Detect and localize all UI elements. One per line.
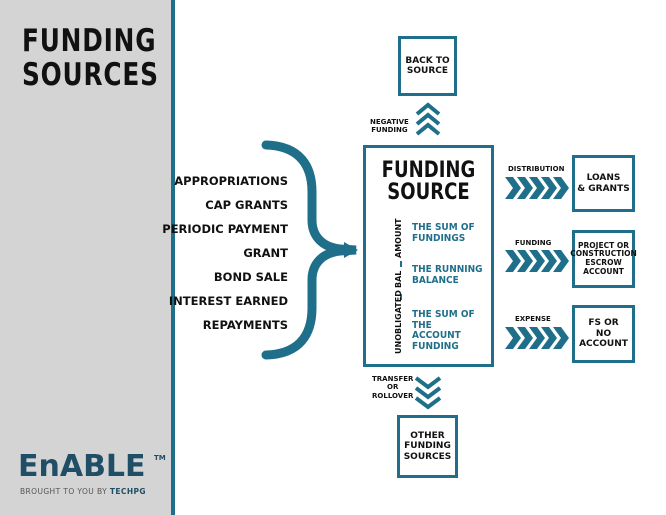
bal-text-line1: THE RUNNING [412, 264, 483, 275]
back-to-source-label: BACK TO SOURCE [405, 56, 449, 77]
source-item-grant: GRANT [243, 246, 288, 260]
row-label-bal: BAL [394, 270, 403, 288]
escrow-account-box: PROJECT OR CONSTRUCTION ESCROW ACCOUNT [570, 230, 637, 288]
loans-line: LOANS [586, 173, 621, 184]
row-label-amount: AMOUNT [394, 218, 403, 258]
or-line: OR [387, 383, 399, 392]
back-to-source-line2: SOURCE [406, 66, 449, 76]
no-account-line: NO ACCOUNT [579, 328, 628, 350]
distribution-label: DISTRIBUTION [508, 165, 565, 173]
row-label-unobligated: UNOBLIGATED [394, 290, 403, 354]
page-title-line2: SOURCES [22, 57, 159, 93]
brace-arrow-icon [344, 242, 358, 258]
funding-line: FUNDING [404, 441, 451, 452]
tagline-prefix: BROUGHT TO YOU BY [20, 487, 110, 496]
other-funding-sources-label: OTHER FUNDING SOURCES [404, 431, 452, 462]
unobligated-text-line1: THE SUM OF [412, 309, 475, 320]
row-separator [400, 294, 402, 300]
other-funding-sources-box: OTHER FUNDING SOURCES [397, 415, 458, 478]
page-title-line1: FUNDING [22, 23, 157, 59]
project-or-line: PROJECT OR [578, 240, 629, 250]
sidebar-divider [171, 0, 175, 515]
fs-or-no-account-box: FS OR NO ACCOUNT [572, 305, 635, 363]
amount-text-line2: FUNDINGS [412, 232, 466, 244]
row-separator [400, 261, 402, 267]
logo-trademark: TM [154, 454, 166, 462]
funding-source-title-line2: SOURCE [387, 180, 470, 205]
construction-line: CONSTRUCTION [570, 249, 637, 259]
transfer-rollover-label: TRANSFER OR ROLLOVER [372, 375, 413, 400]
source-item-appropriations: APPROPRIATIONS [174, 174, 288, 188]
row-text-amount: THE SUM OF FUNDINGS [412, 222, 475, 244]
enable-logo: EnABLE [18, 449, 146, 484]
funding-arrow-label: FUNDING [515, 239, 552, 247]
negative-funding-line1: NEGATIVE [370, 118, 409, 126]
fs-or-line: FS OR [588, 318, 619, 329]
row-text-bal: THE RUNNING BALANCE [412, 264, 483, 286]
source-item-periodic-payment: PERIODIC PAYMENT [162, 222, 288, 236]
logo-tagline: BROUGHT TO YOU BY TECHPG [20, 487, 146, 496]
amount-text-line1: THE SUM OF [412, 222, 475, 233]
up-chevrons-icon [415, 102, 441, 136]
funding-source-box: FUNDING SOURCE AMOUNT THE SUM OF FUNDING… [363, 145, 494, 367]
source-item-interest-earned: INTEREST EARNED [168, 294, 288, 308]
loans-grants-box: LOANS & GRANTS [572, 155, 635, 212]
down-chevrons-icon [414, 376, 442, 410]
unobligated-text-line3: FUNDING [412, 340, 459, 352]
escrow-account-label: PROJECT OR CONSTRUCTION ESCROW ACCOUNT [570, 240, 637, 277]
curly-brace-icon [261, 140, 357, 360]
source-item-bond-sale: BOND SALE [213, 270, 288, 284]
unobligated-text-line2: THE ACCOUNT [412, 319, 461, 341]
sidebar-panel [0, 0, 171, 515]
funding-source-title: FUNDING SOURCE [377, 160, 480, 204]
expense-label: EXPENSE [515, 315, 551, 323]
loans-grants-label: LOANS & GRANTS [577, 173, 629, 194]
transfer-line: TRANSFER [372, 375, 414, 383]
rollover-line: ROLLOVER [372, 391, 414, 400]
row-text-unobligated: THE SUM OF THE ACCOUNT FUNDING [412, 309, 483, 352]
bal-text-line2: BALANCE [412, 274, 459, 286]
negative-funding-label: NEGATIVE FUNDING [370, 118, 409, 135]
fs-or-no-account-label: FS OR NO ACCOUNT [575, 318, 632, 349]
back-to-source-box: BACK TO SOURCE [398, 36, 457, 96]
source-item-cap-grants: CAP GRANTS [205, 198, 288, 212]
funding-source-title-line1: FUNDING [381, 158, 476, 183]
right-chevrons-distribution-icon [505, 177, 569, 199]
sources-line: SOURCES [403, 451, 452, 462]
escrow-line: ESCROW [585, 258, 622, 267]
account-line: ACCOUNT [583, 266, 624, 276]
back-to-source-line1: BACK TO [405, 55, 450, 66]
right-chevrons-expense-icon [505, 327, 569, 349]
other-line: OTHER [410, 430, 445, 441]
negative-funding-line2: FUNDING [371, 126, 408, 135]
right-chevrons-funding-icon [505, 250, 569, 272]
grants-line: & GRANTS [577, 183, 630, 194]
source-item-repayments: REPAYMENTS [202, 318, 288, 332]
tagline-brand: TECHPG [109, 487, 146, 496]
